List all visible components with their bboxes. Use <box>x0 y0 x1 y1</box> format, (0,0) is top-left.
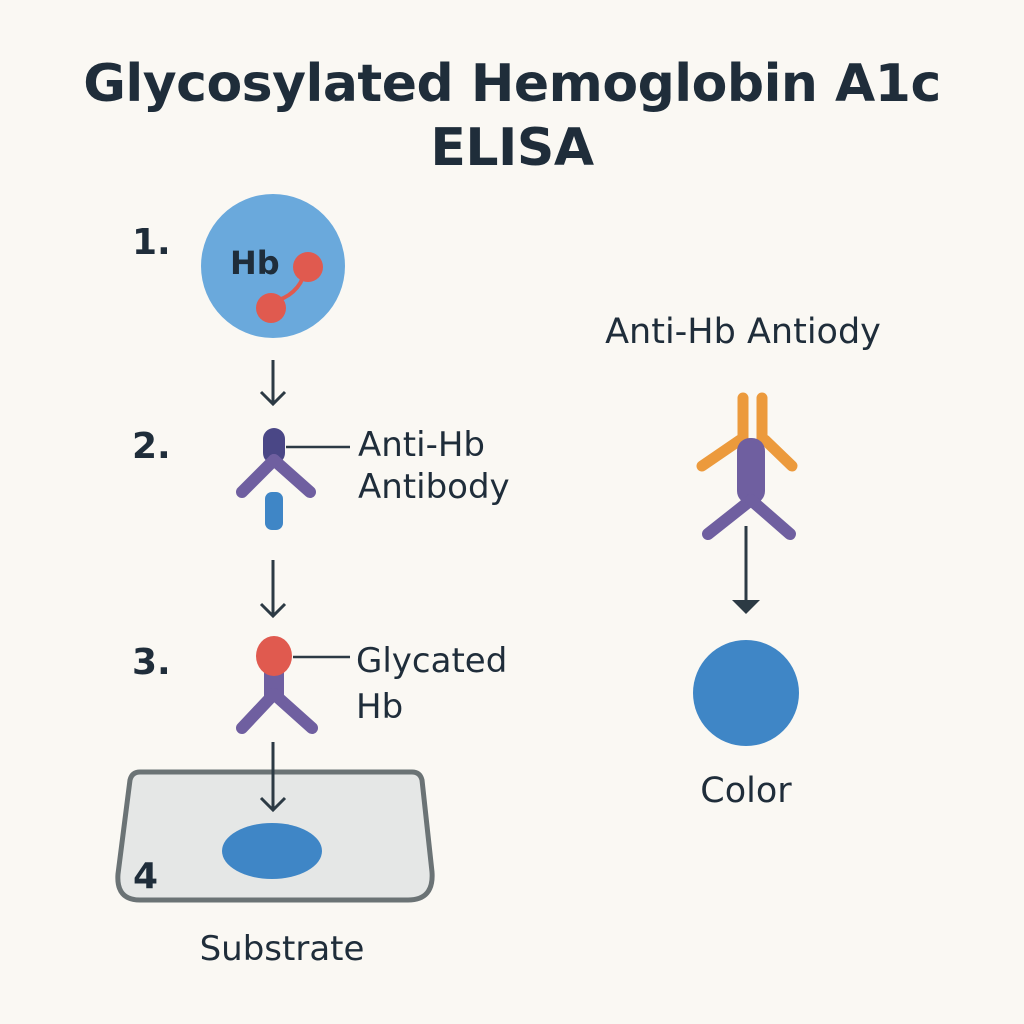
anti-hb-antibody-icon <box>236 428 316 530</box>
secondary-antibody-icon <box>696 392 798 540</box>
substrate-spot <box>222 823 322 879</box>
glucose-dot <box>256 293 286 323</box>
step-3-number: 3. <box>132 642 171 683</box>
color-label: Color <box>700 771 792 811</box>
substrate-label: Substrate <box>200 929 365 969</box>
glycated-hb-antibody-icon <box>236 636 318 734</box>
arrow-down <box>259 560 287 619</box>
title-line-1: Glycosylated Hemoglobin A1c <box>83 54 941 114</box>
title-line-2: ELISA <box>430 118 594 178</box>
step-2-label-line-2: Antibody <box>358 467 510 507</box>
step-2-number: 2. <box>132 426 171 467</box>
hb-circle <box>201 194 345 338</box>
diagram-title: Glycosylated Hemoglobin A1c ELISA <box>0 52 1024 180</box>
glucose-dot <box>293 252 323 282</box>
step-2-label-line-1: Anti-Hb <box>358 425 485 465</box>
step-3-label-line-2: Hb <box>356 687 403 727</box>
right-panel-heading: Anti-Hb Antiody <box>605 312 881 352</box>
step-3-label-line-1: Glycated <box>356 641 507 681</box>
step-4-number: 4 <box>133 856 158 897</box>
arrow-down <box>732 526 760 614</box>
arrow-down <box>259 742 287 813</box>
color-result-circle <box>693 640 799 746</box>
hb-label: Hb <box>230 244 280 282</box>
arrow-down <box>259 360 287 407</box>
step-1-number: 1. <box>132 222 171 263</box>
hb-molecule: Hb <box>201 194 345 338</box>
